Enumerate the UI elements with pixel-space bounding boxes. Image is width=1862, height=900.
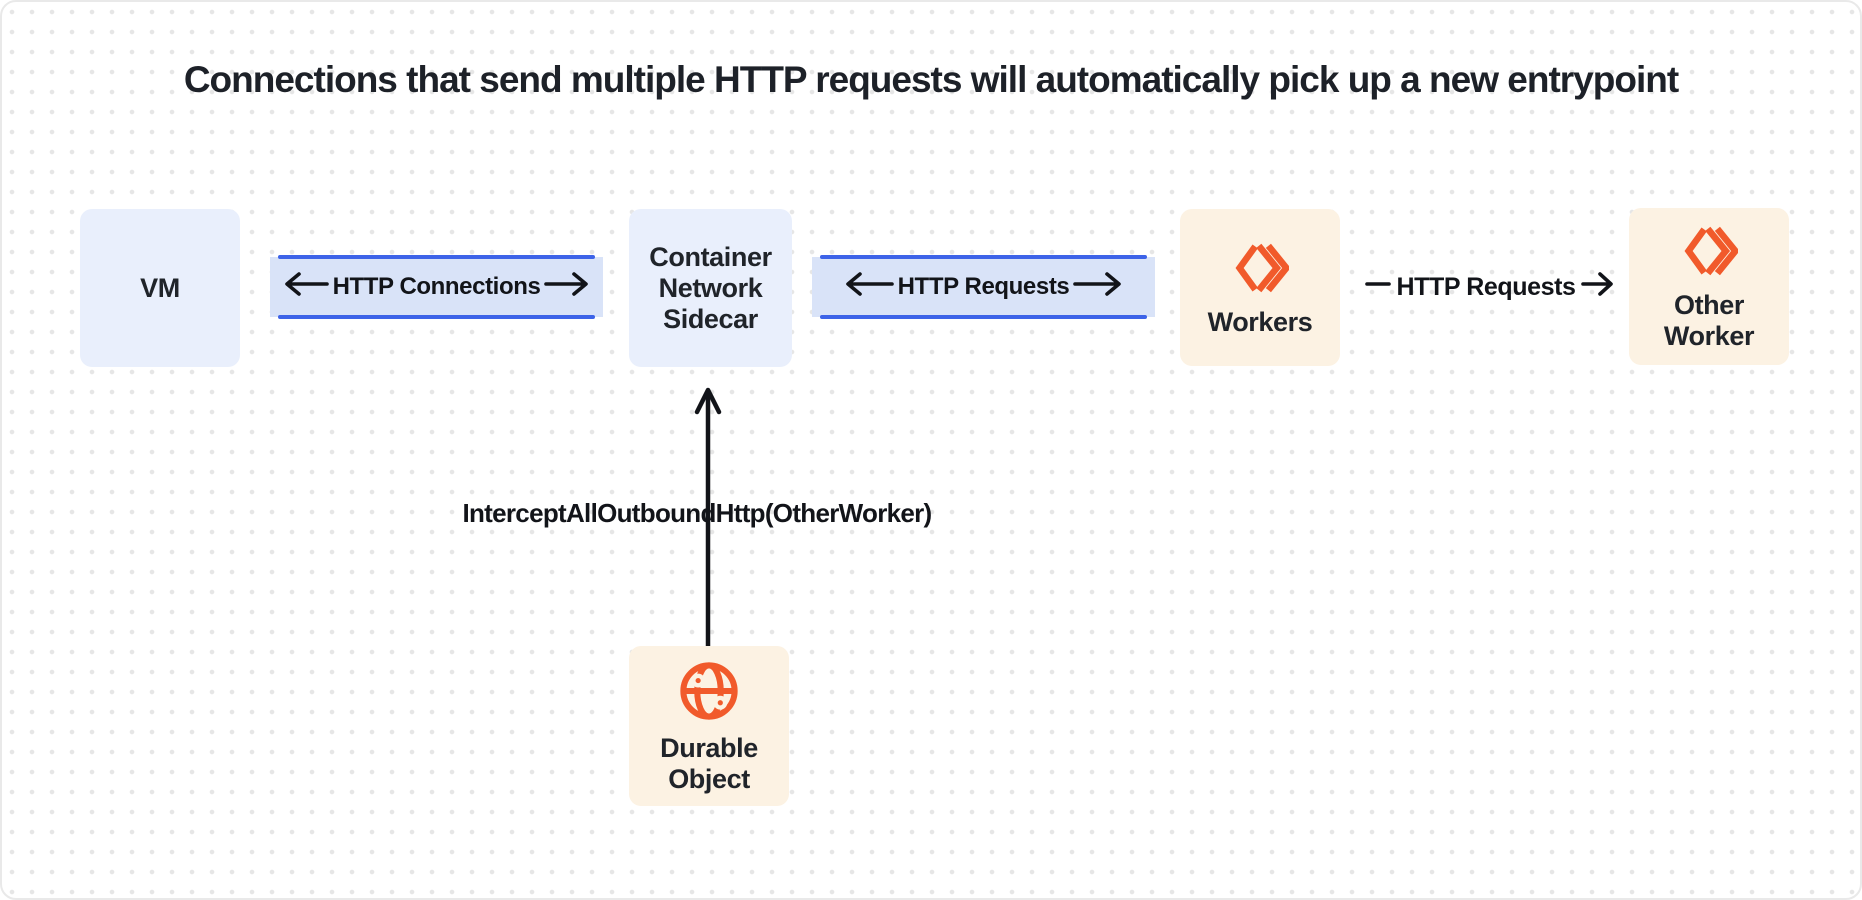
sidecar-label-line: Container — [649, 241, 772, 272]
workers-label: Workers — [1207, 306, 1313, 337]
dash-icon — [1365, 269, 1392, 306]
globe-icon — [676, 658, 742, 724]
http-requests-label: HTTP Requests — [1396, 272, 1576, 301]
right-arrow-icon — [1580, 269, 1617, 306]
sidecar-label-line: Sidecar — [663, 303, 758, 334]
other-worker-label-line: Worker — [1663, 321, 1755, 351]
http-requests-connector: HTTP Requests — [812, 255, 1155, 319]
workers-node: Workers — [1180, 209, 1340, 366]
right-arrow-icon — [544, 269, 592, 306]
connector-top-line — [820, 255, 1147, 259]
up-arrow-icon — [694, 386, 722, 653]
other-worker-label-line: Other — [1673, 290, 1744, 320]
durable-object-label-line: Durable — [660, 732, 758, 763]
other-worker-node: Other Worker — [1629, 208, 1789, 365]
http-requests-label: HTTP Requests — [897, 273, 1070, 300]
intercept-method-label: InterceptAllOutboundHttp(OtherWorker) — [462, 498, 932, 528]
connector-bottom-line — [278, 315, 595, 319]
connector-top-line — [278, 255, 595, 259]
connector-fill — [812, 257, 1155, 317]
vm-node: VM — [80, 209, 240, 367]
vm-label: VM — [140, 272, 180, 303]
connector-bottom-line — [820, 315, 1147, 319]
cloudflare-workers-logo-icon — [1231, 238, 1289, 298]
durable-object-node: Durable Object — [629, 646, 789, 806]
left-arrow-icon — [281, 269, 329, 306]
workers-to-other-worker-connector: HTTP Requests — [1360, 271, 1622, 302]
diagram-title: Connections that send multiple HTTP requ… — [183, 59, 1679, 100]
sidecar-label-line: Network — [658, 272, 763, 303]
right-arrow-icon — [1073, 269, 1125, 306]
connector-fill — [270, 257, 603, 317]
http-connections-connector: HTTP Connections — [270, 255, 603, 319]
container-network-sidecar-node: Container Network Sidecar — [629, 209, 792, 367]
left-arrow-icon — [842, 269, 894, 306]
cloudflare-workers-logo-icon — [1680, 221, 1738, 281]
http-connections-label: HTTP Connections — [332, 273, 541, 300]
durable-object-label-line: Object — [668, 763, 750, 794]
